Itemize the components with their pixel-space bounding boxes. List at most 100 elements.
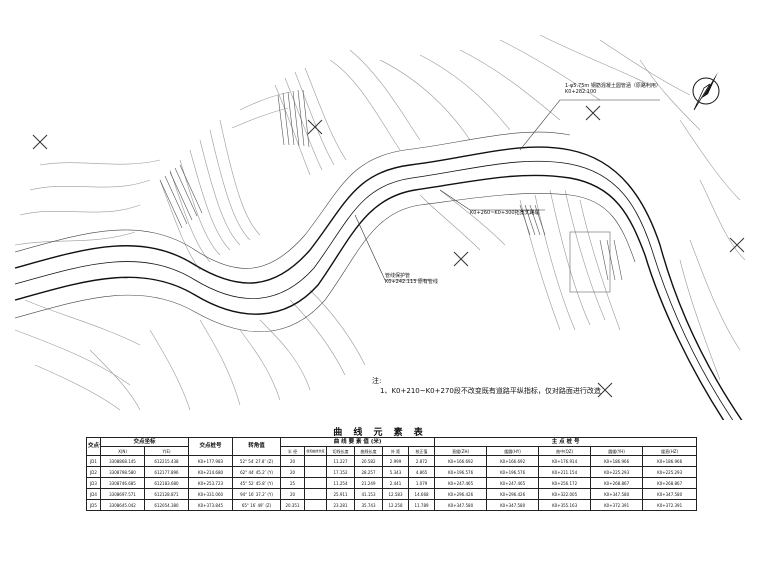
cell-station: K0+253.723 — [188, 477, 234, 489]
cell-hz: K0+225.293 — [642, 466, 698, 478]
header-coord: 交点坐标 — [99, 437, 190, 447]
cell-yh: K0+186.966 — [590, 455, 644, 467]
header-radius: 半 径 — [280, 446, 306, 456]
header-main-points: 主 点 桩 号 — [434, 437, 698, 447]
cell-y: 612177.896 — [143, 466, 190, 478]
cell-x: 3308798.580 — [100, 466, 145, 478]
note-title: 注: — [372, 377, 382, 385]
cell-x: 3308746.685 — [100, 477, 145, 489]
cell-radius: 25 — [280, 477, 306, 489]
header-zh: 直缓(ZH) — [434, 446, 488, 456]
cell-zh: K0+296.426 — [434, 488, 488, 500]
cell-tangent: 11.254 — [326, 477, 356, 489]
cell-station: K0+331.060 — [188, 488, 234, 500]
header-curve: 曲线长度 — [354, 446, 384, 456]
culvert-annotation: 管线保护管 K0+242.113 原有管线 — [385, 273, 438, 285]
cell-ls — [304, 466, 328, 478]
header-x: X(N) — [100, 446, 145, 456]
cell-curve: 20.582 — [354, 455, 384, 467]
cell-y: 612183.680 — [143, 477, 190, 489]
curve-elements-table: 交点号 交点坐标 交点桩号 转角值 曲 线 要 素 值 (米) 主 点 桩 号 … — [86, 437, 698, 511]
cell-hy: K0+247.465 — [486, 477, 540, 489]
cell-yh: K0+225.293 — [590, 466, 644, 478]
road-alignment — [14, 131, 743, 420]
cell-hz: K0+268.867 — [642, 477, 698, 489]
cell-ls — [304, 455, 328, 467]
cell-jd: JD2 — [86, 466, 101, 478]
design-note: 注: 1、K0+210~K0+270段不改变既有道路平纵指标，仅对路面进行改造 — [372, 376, 601, 396]
header-station: 交点桩号 — [188, 437, 234, 456]
header-yh: 圆缓(YH) — [590, 446, 644, 456]
cell-yh: K0+268.867 — [590, 477, 644, 489]
leader-lines — [354, 99, 660, 281]
road-plan-drawing — [14, 34, 746, 420]
note-line: 1、K0+210~K0+270段不改变既有道路平纵指标，仅对路面进行改造 — [380, 387, 601, 395]
terrain-contours — [14, 34, 746, 411]
cell-jd: JD3 — [86, 477, 101, 489]
table-title: 曲 线 元 素 表 — [333, 428, 427, 438]
cell-curve: 41.153 — [354, 488, 384, 500]
cell-zh: K0+247.465 — [434, 477, 488, 489]
junction-annotation: K0+260~K0+300拓宽式路堤 — [470, 210, 540, 216]
cell-y: 612128.871 — [143, 488, 190, 500]
cell-angle: 45° 52′ 45.8″ (Y) — [232, 477, 282, 489]
cell-hy: K0+347.580 — [486, 499, 540, 511]
table-row: JD5 3308645.042 612054.380 K0+373.845 65… — [86, 499, 698, 511]
cell-corr: 1.079 — [408, 477, 436, 489]
cell-zh: K0+347.580 — [434, 499, 488, 511]
cell-jd: JD1 — [86, 455, 101, 467]
cell-radius: 20 — [280, 488, 306, 500]
cell-hy: K0+296.426 — [486, 488, 540, 500]
cell-zh: K0+166.692 — [434, 455, 488, 467]
cell-qz: K0+322.005 — [538, 488, 592, 500]
header-y: Y(E) — [143, 446, 190, 456]
cell-angle: 62° 44′ 45.2″ (Y) — [232, 466, 282, 478]
cell-corr: 4.865 — [408, 466, 436, 478]
cell-station: K0+177.983 — [188, 455, 234, 467]
table-row: JD4 3308697.571 612128.871 K0+331.060 94… — [86, 488, 698, 500]
cell-tangent: 23.281 — [326, 499, 356, 511]
cell-tangent: 11.227 — [326, 455, 356, 467]
table-row: JD3 3308746.685 612183.680 K0+253.723 45… — [86, 477, 698, 489]
cell-y: 612215.438 — [143, 455, 190, 467]
cell-yh: K0+372.391 — [590, 499, 644, 511]
cell-hy: K0+166.692 — [486, 455, 540, 467]
cell-x: 3308645.042 — [100, 499, 145, 511]
cell-station: K0+373.845 — [188, 499, 234, 511]
header-corr: 校正值 — [408, 446, 436, 456]
cell-radius: 20 — [280, 466, 306, 478]
cell-x: 3308868.145 — [100, 455, 145, 467]
cell-angle: 52° 54′ 27.8″ (Z) — [232, 455, 282, 467]
cell-ext: 5.343 — [382, 466, 410, 478]
building-outline — [569, 231, 611, 293]
cell-ls — [304, 488, 328, 500]
header-hz: 缓直(HZ) — [642, 446, 698, 456]
north-arrow-icon — [692, 72, 720, 111]
header-ls: 缓和曲线长度 — [304, 446, 328, 456]
cell-angle: 94° 16′ 37.2″ (Y) — [232, 488, 282, 500]
table-header-row: 交点号 交点坐标 交点桩号 转角值 曲 线 要 素 值 (米) 主 点 桩 号 — [86, 437, 698, 456]
cell-radius: 20 — [280, 455, 306, 467]
cell-x: 3308697.571 — [100, 488, 145, 500]
cell-ls — [304, 499, 328, 511]
cell-corr: 2.872 — [408, 455, 436, 467]
cell-y: 612054.380 — [143, 499, 190, 511]
cell-ext: 2.999 — [382, 455, 410, 467]
header-hy: 缓圆(HY) — [486, 446, 540, 456]
cell-hz: K0+372.391 — [642, 499, 698, 511]
cell-ext: 12.583 — [382, 488, 410, 500]
bridge-annotation: 1-φ5.75m 钢筋混凝土圆管涵（原路利用） K0+282.100 — [565, 83, 661, 95]
header-ext: 外 距 — [382, 446, 410, 456]
cell-curve: 35.743 — [354, 499, 384, 511]
cell-jd: JD5 — [86, 499, 101, 511]
cell-tangent: 17.152 — [326, 466, 356, 478]
cell-hz: K0+186.966 — [642, 455, 698, 467]
cell-qz: K0+176.914 — [538, 455, 592, 467]
cell-curve: 21.249 — [354, 477, 384, 489]
cell-ext: 12.258 — [382, 499, 410, 511]
header-elements: 曲 线 要 素 值 (米) — [280, 437, 436, 447]
cell-qz: K0+211.154 — [538, 466, 592, 478]
cell-tangent: 25.911 — [326, 488, 356, 500]
cell-yh: K0+347.580 — [590, 488, 644, 500]
table-row: JD2 3308798.580 612177.896 K0+214.680 62… — [86, 466, 698, 478]
